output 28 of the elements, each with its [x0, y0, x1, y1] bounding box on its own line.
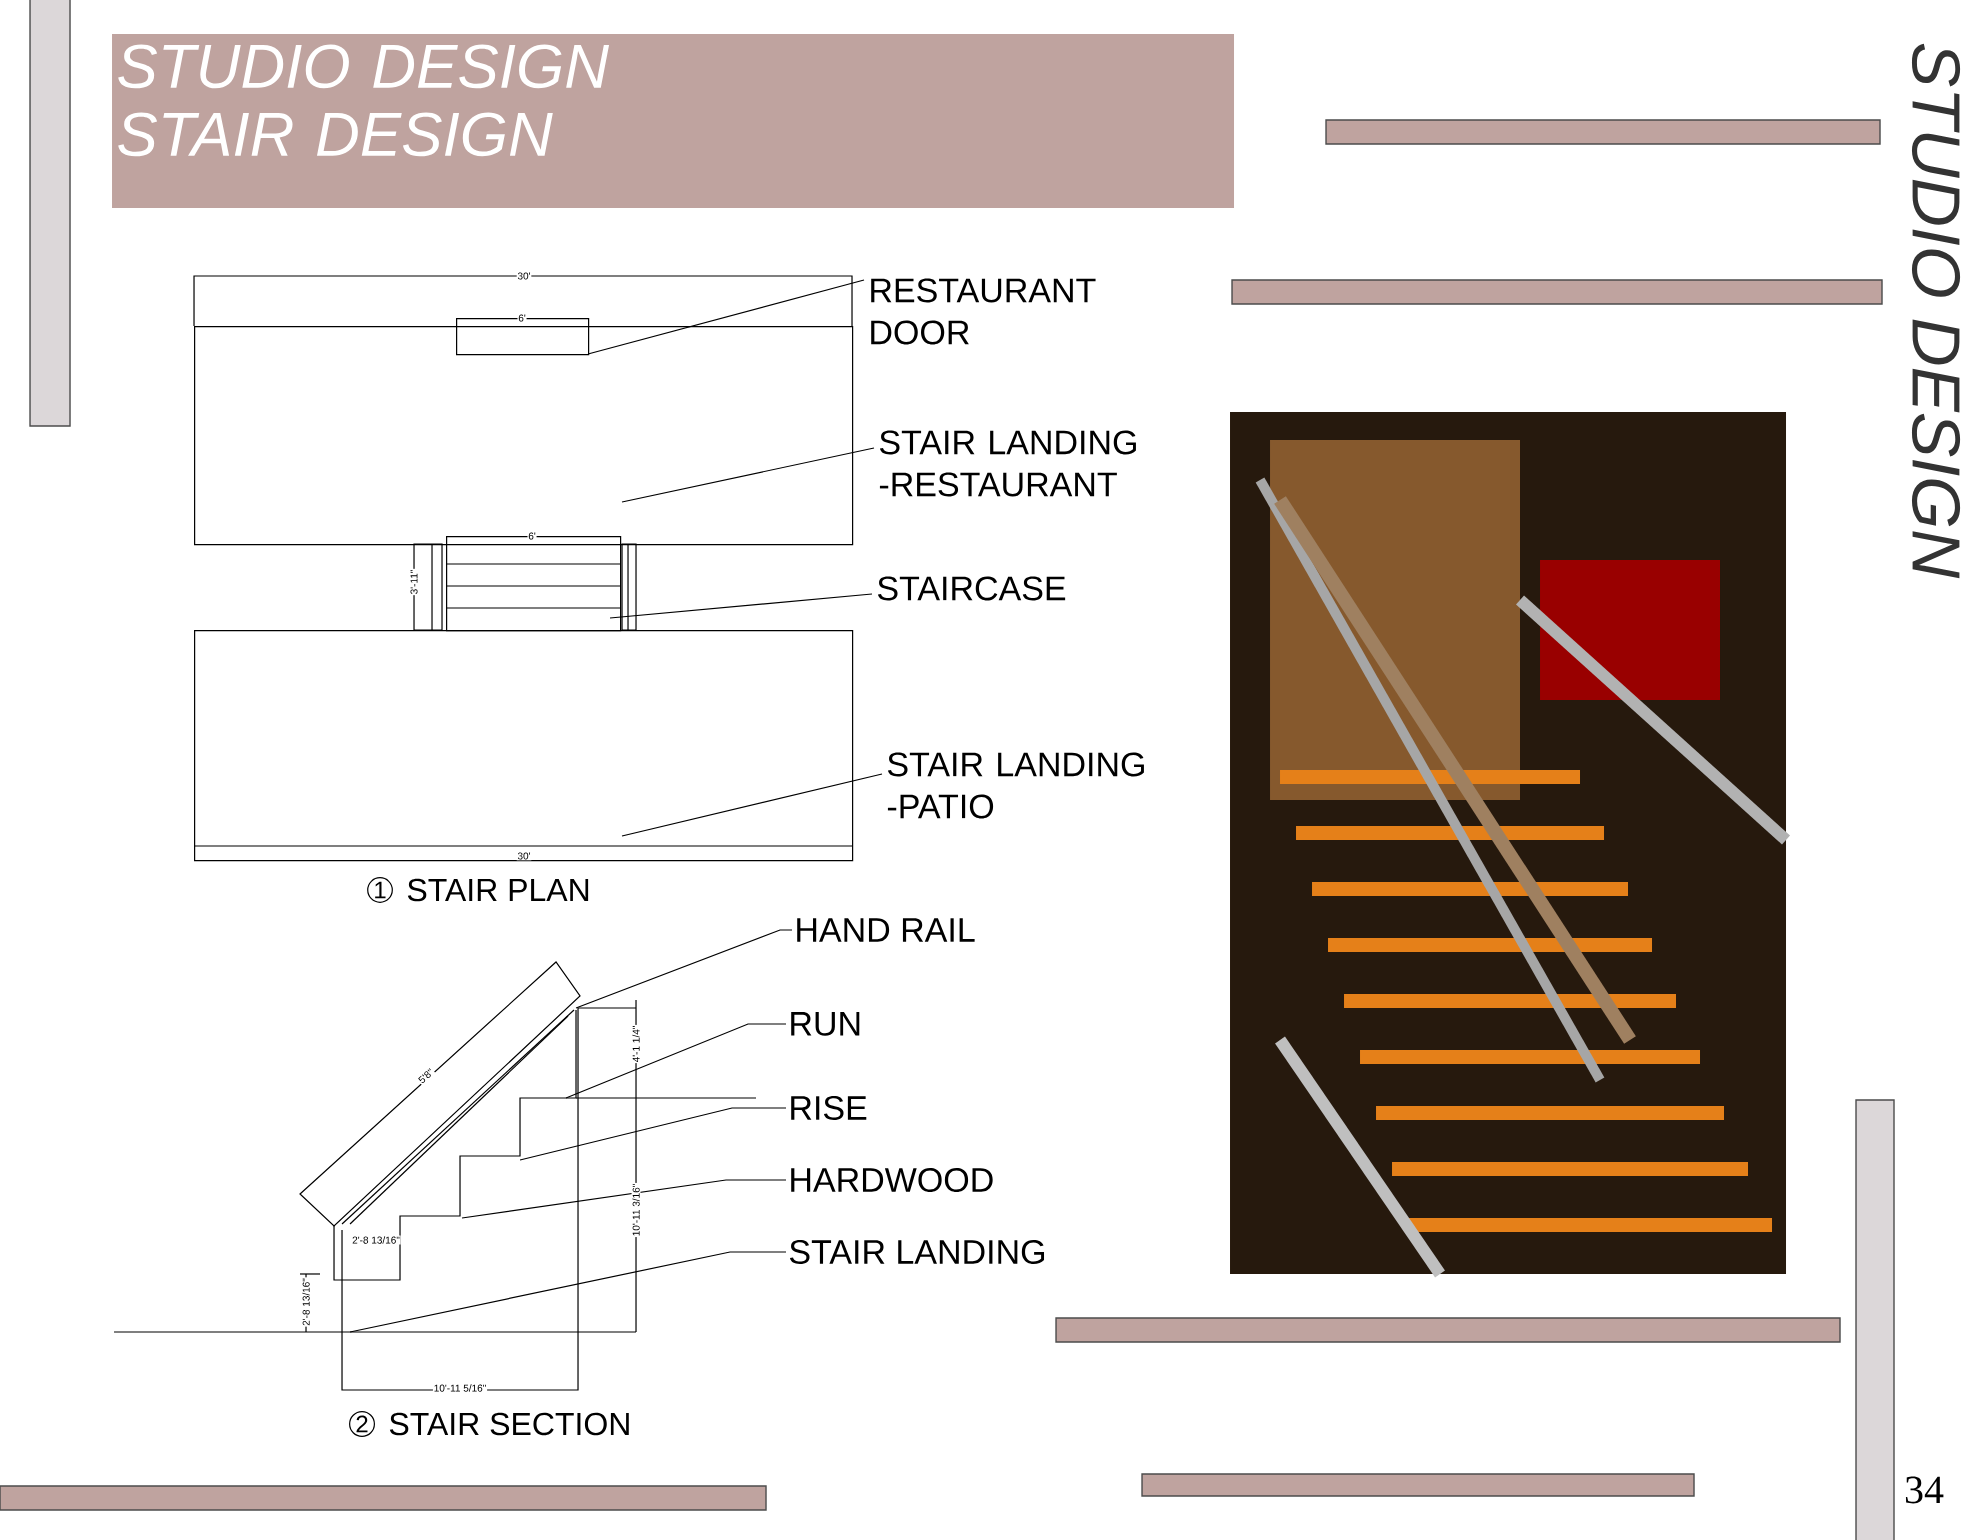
side-title: STUDIO DESIGN: [1911, 43, 1961, 579]
callout-number: 2: [349, 1411, 375, 1437]
leader-line: [461, 1179, 787, 1219]
part-label: RESTAURANT DOOR: [871, 278, 1096, 345]
part-label: HAND RAIL: [797, 918, 975, 942]
leader-line: [519, 1107, 787, 1161]
leader-line: [565, 1023, 787, 1099]
landing-outline: [194, 326, 854, 546]
page-number: 34: [1905, 1476, 1944, 1504]
part-label: RUN: [791, 1012, 860, 1036]
part-label: STAIR LANDING: [789, 1239, 1044, 1265]
part-label: RISE: [791, 1095, 867, 1121]
leader-line: [621, 447, 875, 503]
part-label: STAIRCASE: [877, 576, 1066, 601]
landing-outline: [194, 630, 854, 862]
leader-line: [587, 279, 865, 355]
staircase-outline: [446, 536, 622, 632]
title-band: STUDIO DESIGN STAIR DESIGN: [112, 34, 1234, 208]
part-label: STAIR LANDING -PATIO: [887, 752, 1144, 819]
leader-line: [349, 1251, 787, 1333]
callout-number: 1: [367, 877, 393, 903]
leader-line: [621, 773, 883, 837]
drawing-title: STAIR SECTION: [389, 1412, 629, 1436]
part-label: STAIR LANDING -RESTAURANT: [879, 430, 1136, 497]
part-label: HARDWOOD: [791, 1167, 993, 1193]
leader-line: [609, 593, 873, 619]
door-outline: [456, 318, 590, 356]
leader-line: [575, 929, 793, 1009]
